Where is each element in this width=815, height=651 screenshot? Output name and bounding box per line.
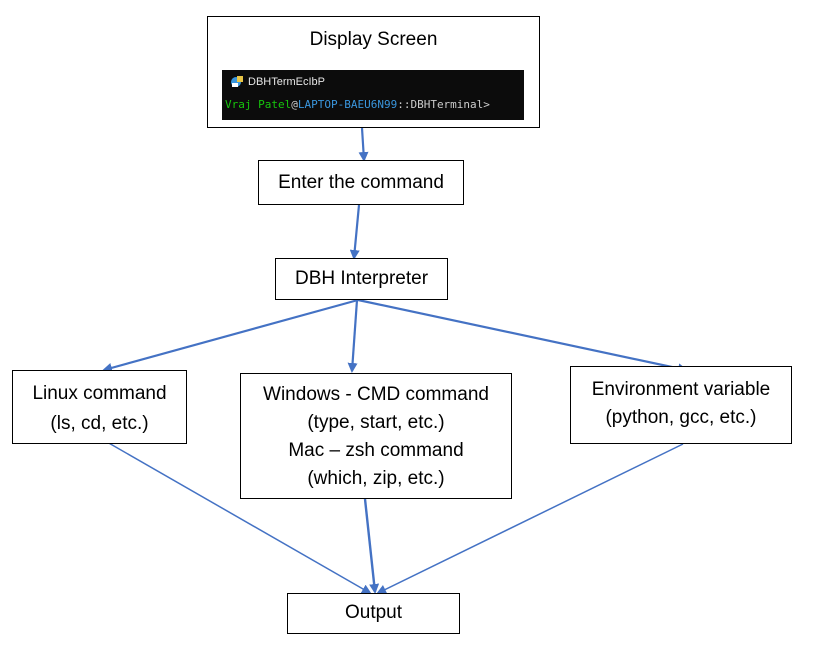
environment-variable-box: Environment variable (python, gcc, etc.): [570, 366, 792, 444]
mac-command-examples: (which, zip, etc.): [307, 468, 445, 489]
arrow-windows-to-output: [363, 498, 380, 594]
arrow-display-to-enter: [358, 127, 369, 162]
arrow-linux-to-output: [106, 441, 372, 594]
linux-command-label: Linux command: [32, 383, 167, 404]
arrow-interpreter-to-windows: [347, 299, 359, 373]
interpreter-box: DBH Interpreter: [275, 258, 448, 300]
terminal-title: DBHTermEcIbP: [248, 76, 326, 88]
arrow-enter-to-interpreter: [349, 204, 361, 260]
terminal-app-icon: [231, 76, 243, 87]
linux-command-box: Linux command (ls, cd, etc.): [12, 370, 187, 444]
windows-mac-command-box: Windows - CMD command (type, start, etc.…: [240, 373, 512, 499]
environment-variable-label: Environment variable: [591, 379, 771, 400]
prompt-host: LAPTOP-BAEU6N99: [297, 98, 398, 111]
arrow-interpreter-to-env: [357, 298, 688, 374]
mac-command-label: Mac – zsh command: [288, 440, 464, 461]
environment-variable-examples: (python, gcc, etc.): [605, 407, 757, 428]
display-screen-label: Display Screen: [309, 29, 438, 50]
output-label: Output: [344, 602, 403, 623]
linux-command-examples: (ls, cd, etc.): [50, 413, 149, 434]
arrow-interpreter-to-linux: [102, 298, 359, 373]
enter-command-box: Enter the command: [258, 160, 464, 205]
output-box: Output: [287, 593, 460, 634]
terminal-prompt: Vraj Patel@LAPTOP-BAEU6N99::DBHTerminal>: [225, 98, 490, 111]
arrow-env-to-output: [376, 443, 684, 594]
prompt-path: ::DBHTerminal>: [397, 98, 490, 111]
prompt-at: @: [291, 98, 298, 111]
terminal-screenshot: DBHTermEcIbP Vraj Patel@LAPTOP-BAEU6N99:…: [222, 70, 524, 120]
prompt-user: Vraj Patel: [225, 98, 292, 111]
interpreter-label: DBH Interpreter: [294, 268, 429, 289]
windows-command-examples: (type, start, etc.): [307, 412, 445, 433]
enter-command-label: Enter the command: [278, 172, 444, 193]
windows-command-label: Windows - CMD command: [263, 384, 489, 405]
